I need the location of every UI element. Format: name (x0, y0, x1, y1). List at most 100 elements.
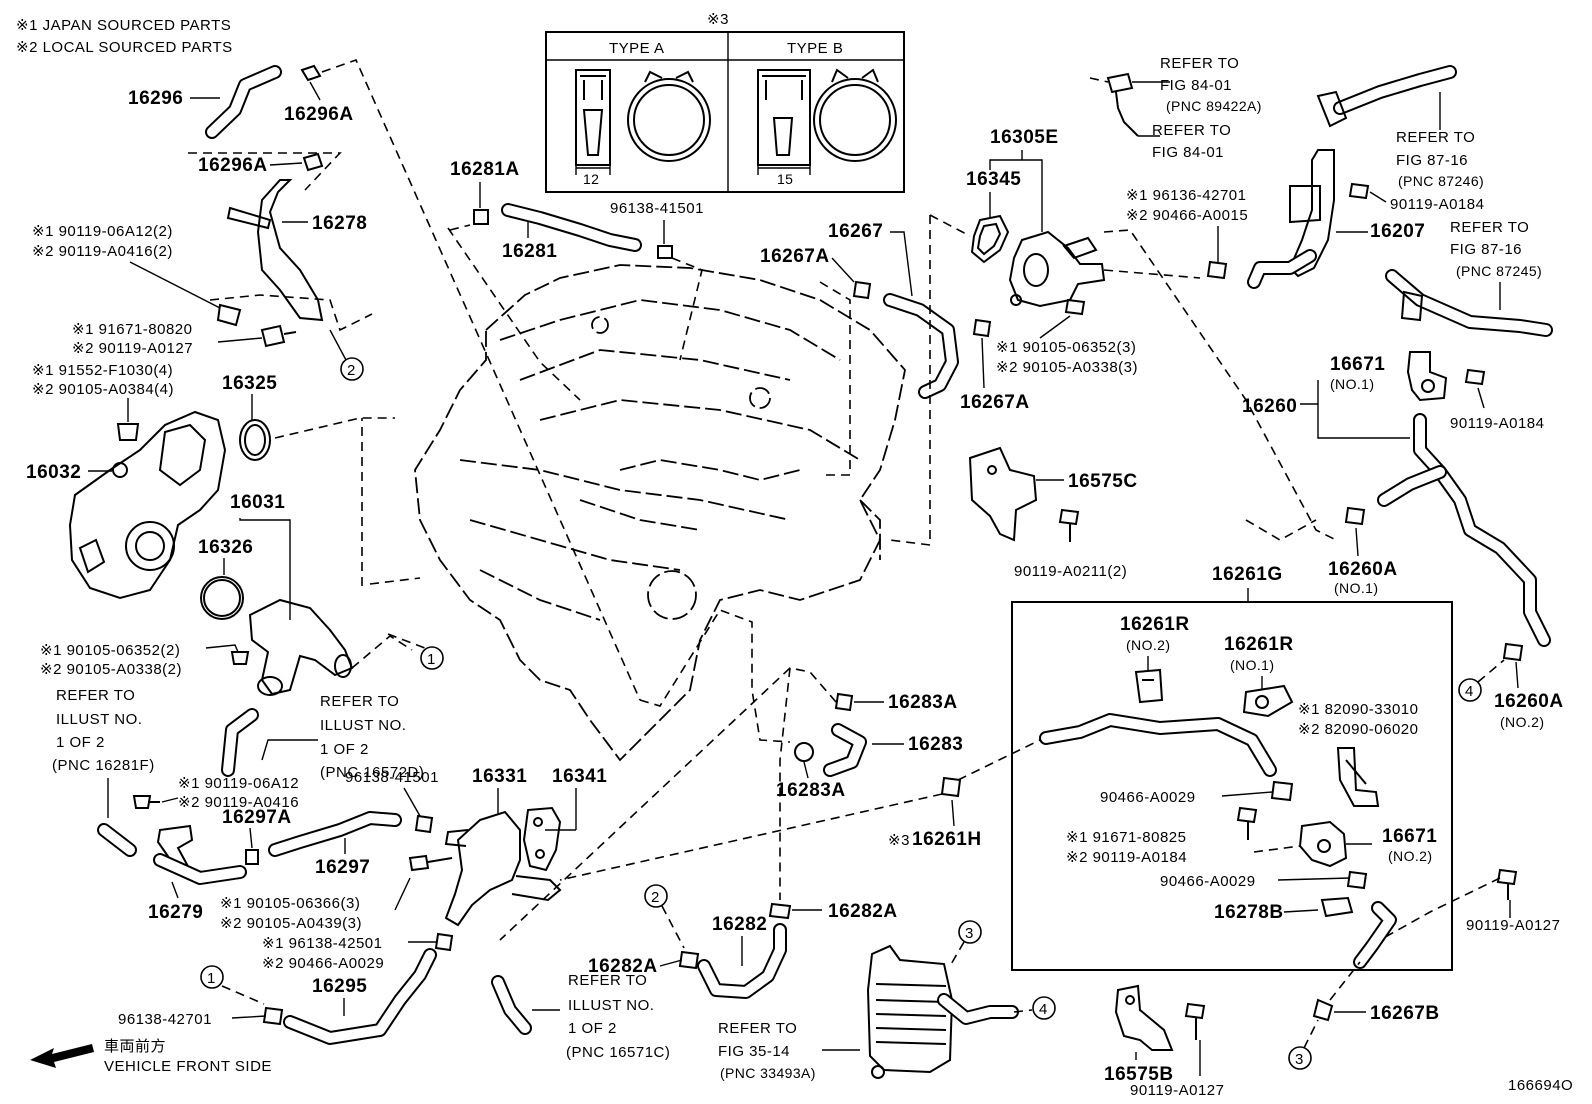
hose-16281[interactable] (501, 203, 642, 252)
hose-16296[interactable] (205, 65, 282, 139)
refer7-line3: (PNC 87245) (1456, 263, 1542, 279)
callout-3-center (958, 920, 982, 944)
note-japan-sourced: ※1 JAPAN SOURCED PARTS (16, 17, 231, 34)
callout-1-lower (200, 965, 224, 989)
bolt-90119-A0127-b-icon[interactable] (1184, 1002, 1206, 1040)
pipe-16278B[interactable] (1320, 896, 1397, 969)
bolt-90119-A0127-a-icon[interactable] (1496, 868, 1518, 900)
part-90119-A0184-b-label: 90119-A0184 (1450, 415, 1544, 432)
clamp-16260A-no2[interactable] (1502, 642, 1524, 662)
clamp-90466-A0029-b[interactable] (1346, 870, 1368, 890)
clamp-16296A-top[interactable] (300, 64, 322, 82)
callout-3-right-text: 3 (1295, 1051, 1304, 1068)
bolt-k-local: ※2 90119-A0184 (1066, 849, 1187, 866)
clamp-16283A-upper[interactable] (834, 692, 854, 712)
bolt-a-icon[interactable] (216, 303, 242, 327)
sensor-harness-82090[interactable] (1336, 747, 1380, 807)
gasket-16345[interactable] (970, 214, 1010, 264)
refer8-line3: (PNC 33493A) (720, 1065, 816, 1081)
part-16296-label: 16296 (128, 88, 183, 109)
part-16261R-no2-label: 16261R (1120, 614, 1190, 635)
clip-16261R-no2[interactable] (1134, 668, 1164, 704)
water-outlet-16331[interactable] (444, 810, 562, 927)
gasket-16341[interactable] (522, 806, 562, 872)
bolt-e-icon[interactable] (132, 795, 160, 809)
oil-cooler-33493A[interactable] (866, 944, 1019, 1079)
bolt-b-icon[interactable] (260, 324, 297, 348)
clamp-16267A-lower[interactable] (972, 318, 992, 338)
bolt-i-local: ※2 90466-A0015 (1126, 207, 1248, 224)
part-16278B-label: 16278B (1214, 902, 1284, 923)
callout-4-center (1032, 996, 1056, 1020)
water-inlet-16031[interactable] (248, 598, 354, 696)
clamp-96138-41501-a[interactable] (657, 245, 673, 259)
valve-16671-no2[interactable] (1298, 820, 1348, 868)
clamp-bolt-g[interactable] (434, 932, 454, 952)
gasket-16326[interactable] (200, 576, 244, 620)
hose-16260[interactable] (1377, 413, 1551, 647)
valve-16671-no1[interactable] (1406, 351, 1448, 402)
hose-16281F-ref[interactable] (97, 823, 137, 857)
clamp-96138-42701[interactable] (262, 1006, 284, 1026)
bolt-c-icon[interactable] (116, 423, 140, 441)
hose-87246-ref[interactable] (1316, 65, 1457, 128)
clamp-16283A-lower[interactable] (794, 742, 814, 762)
clamp-16296A-lower[interactable] (302, 152, 324, 172)
part-16671-no2-sub: (NO.2) (1388, 848, 1432, 864)
bolt-g-japan: ※1 96138-42501 (262, 935, 383, 952)
kit-16261G-box (1011, 601, 1453, 971)
pipe-16278[interactable] (226, 179, 324, 322)
hose-16282[interactable] (697, 923, 787, 999)
part-16283A-label-1: 16283A (888, 692, 958, 713)
clip-16261R-no1[interactable] (1242, 684, 1294, 718)
clamp-16282A-left[interactable] (678, 950, 700, 970)
bolt-f-japan: ※1 90105-06366(3) (220, 895, 360, 912)
hose-16267[interactable] (883, 293, 959, 399)
water-outlet-16305E[interactable] (1008, 230, 1106, 308)
bolt-90119-A0184-b-icon[interactable] (1464, 368, 1486, 386)
clamp-96138-41501-b[interactable] (414, 814, 434, 834)
clamp-16267B[interactable] (1312, 998, 1334, 1022)
refer1-line3: 1 OF 2 (56, 734, 105, 751)
hose-16297[interactable] (268, 811, 402, 857)
clamp-16267A-upper[interactable] (852, 280, 872, 300)
hose-16571C-ref[interactable] (491, 975, 532, 1035)
hose-16572D-ref[interactable] (221, 708, 259, 777)
clamp-16260A-no1[interactable] (1344, 506, 1366, 526)
hose-16283[interactable] (823, 723, 867, 777)
pipe-16207[interactable] (1247, 149, 1335, 289)
part-16671-no1-label: 16671 (1330, 354, 1385, 375)
bolt-90119-A0184-a-icon[interactable] (1348, 182, 1370, 200)
clamp-16281A[interactable] (473, 209, 489, 225)
clamp-16297A[interactable] (245, 849, 259, 865)
bracket-16575C[interactable] (968, 446, 1038, 542)
refer1-line2: ILLUST NO. (56, 711, 142, 728)
hose-87245-ref[interactable] (1385, 269, 1553, 337)
water-pump-16032[interactable] (68, 410, 227, 600)
part-16671-no1-sub: (NO.1) (1330, 376, 1374, 392)
clamp-bolt-i[interactable] (1206, 260, 1228, 280)
hose-16295[interactable] (283, 948, 437, 1045)
callout-4-center-text: 4 (1039, 1001, 1048, 1018)
clamp-16261H[interactable] (940, 776, 962, 798)
bolt-c-local: ※2 90105-A0384(4) (32, 381, 174, 398)
clamp-90466-A0029-a[interactable] (1270, 780, 1294, 802)
bolt-h-icon[interactable] (1064, 298, 1086, 316)
clamp-type-mark: ※3 (707, 11, 729, 28)
gasket-16325[interactable] (239, 419, 271, 461)
refer3-line3: 1 OF 2 (568, 1020, 617, 1037)
bolt-90119-A0211-icon[interactable] (1058, 508, 1080, 542)
part-16261R-no1-sub: (NO.1) (1230, 657, 1274, 673)
bracket-16575B[interactable] (1114, 984, 1174, 1051)
hose-16261G[interactable] (1039, 713, 1277, 777)
bolt-f-icon[interactable] (408, 854, 453, 872)
sensor-connector-89422A[interactable] (1106, 72, 1139, 137)
part-16261G-label: 16261G (1212, 564, 1283, 585)
part-16282A-label-2: 16282A (828, 901, 898, 922)
part-90119-A0127-b-label: 90119-A0127 (1130, 1082, 1224, 1099)
bolt-k-icon[interactable] (1236, 806, 1258, 840)
bracket-16279[interactable] (153, 824, 247, 885)
callout-2-upper (340, 357, 364, 381)
clamp-16282A-right[interactable] (768, 902, 792, 920)
bolt-d-icon[interactable] (230, 651, 250, 665)
